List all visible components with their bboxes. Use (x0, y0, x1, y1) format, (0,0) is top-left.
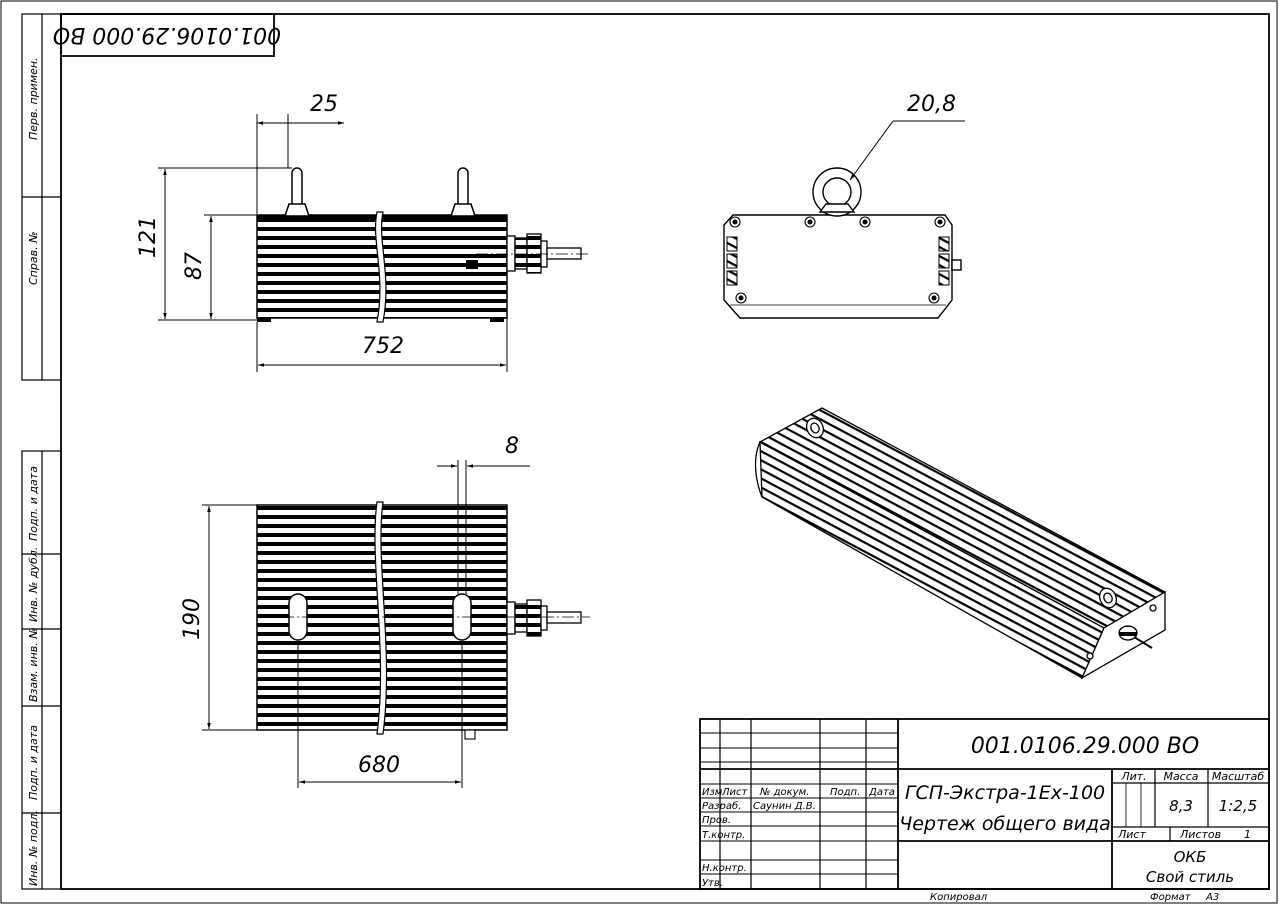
left-margin-strip (21, 13, 62, 890)
row-prov: Пров. (702, 815, 731, 826)
dim-680: 680 (358, 753, 400, 778)
row-utv: Утв. (702, 878, 723, 889)
lit-label: Лит. (1120, 770, 1146, 783)
dim-25: 25 (310, 92, 338, 117)
org-line2: Свой стиль (1146, 868, 1234, 886)
copied-label: Копировал (930, 892, 988, 903)
org-line1: ОКБ (1174, 848, 1207, 866)
label-inv-podl: Инв. № подл. (27, 810, 40, 886)
dim-20-8: 20,8 (907, 92, 956, 117)
scale-label: Масштаб (1212, 770, 1264, 783)
title-name-line1: ГСП-Экстра-1Ex-100 (905, 782, 1105, 804)
isometric-view (754, 407, 1167, 680)
top-code-box: 001.0106.29.000 ВО (53, 13, 281, 57)
row-tkontr: Т.контр. (702, 830, 745, 841)
dim-121: 121 (136, 216, 161, 258)
mass-value: 8,3 (1169, 797, 1193, 815)
dim-752: 752 (362, 334, 404, 359)
label-perv-primen: Перв. примен. (27, 57, 40, 140)
label-vzam-inv: Взам. инв. № (27, 627, 40, 702)
col-doc: № докум. (759, 787, 809, 798)
row-nkontr: Н.контр. (702, 863, 747, 874)
col-sign: Подп. (830, 787, 860, 798)
sheets-label: Листов (1179, 828, 1221, 841)
label-podp-data-2: Подп. и дата (27, 725, 40, 800)
title-code: 001.0106.29.000 ВО (971, 734, 1199, 759)
top-view-dimensions (202, 460, 530, 788)
end-view (723, 120, 965, 319)
dim-8: 8 (505, 434, 519, 459)
razrab-name: Саунин Д.В. (753, 801, 816, 812)
top-code-text: 001.0106.29.000 ВО (53, 22, 281, 47)
scale-value: 1:2,5 (1219, 797, 1257, 815)
sheet-label: Лист (1117, 828, 1146, 841)
sheets-value: 1 (1244, 828, 1251, 841)
mass-label: Масса (1163, 770, 1198, 783)
dim-190: 190 (180, 598, 205, 640)
title-name-line2: Чертеж общего вида (899, 813, 1111, 835)
format-label: Формат (1150, 892, 1192, 903)
title-block (699, 718, 1270, 890)
dim-87: 87 (182, 252, 207, 280)
col-list: Лист (721, 787, 749, 798)
front-view-dimensions (158, 114, 508, 372)
col-izm: Изм (702, 787, 723, 798)
label-inv-dubl: Инв. № дубл. (27, 547, 40, 622)
top-view (256, 501, 590, 740)
format-value: А3 (1205, 892, 1219, 903)
label-podp-data-1: Подп. и дата (27, 466, 40, 541)
col-date: Дата (868, 787, 895, 798)
row-razrab: Разраб. (702, 800, 741, 812)
front-view (256, 167, 590, 323)
label-sprav: Справ. № (27, 231, 40, 285)
